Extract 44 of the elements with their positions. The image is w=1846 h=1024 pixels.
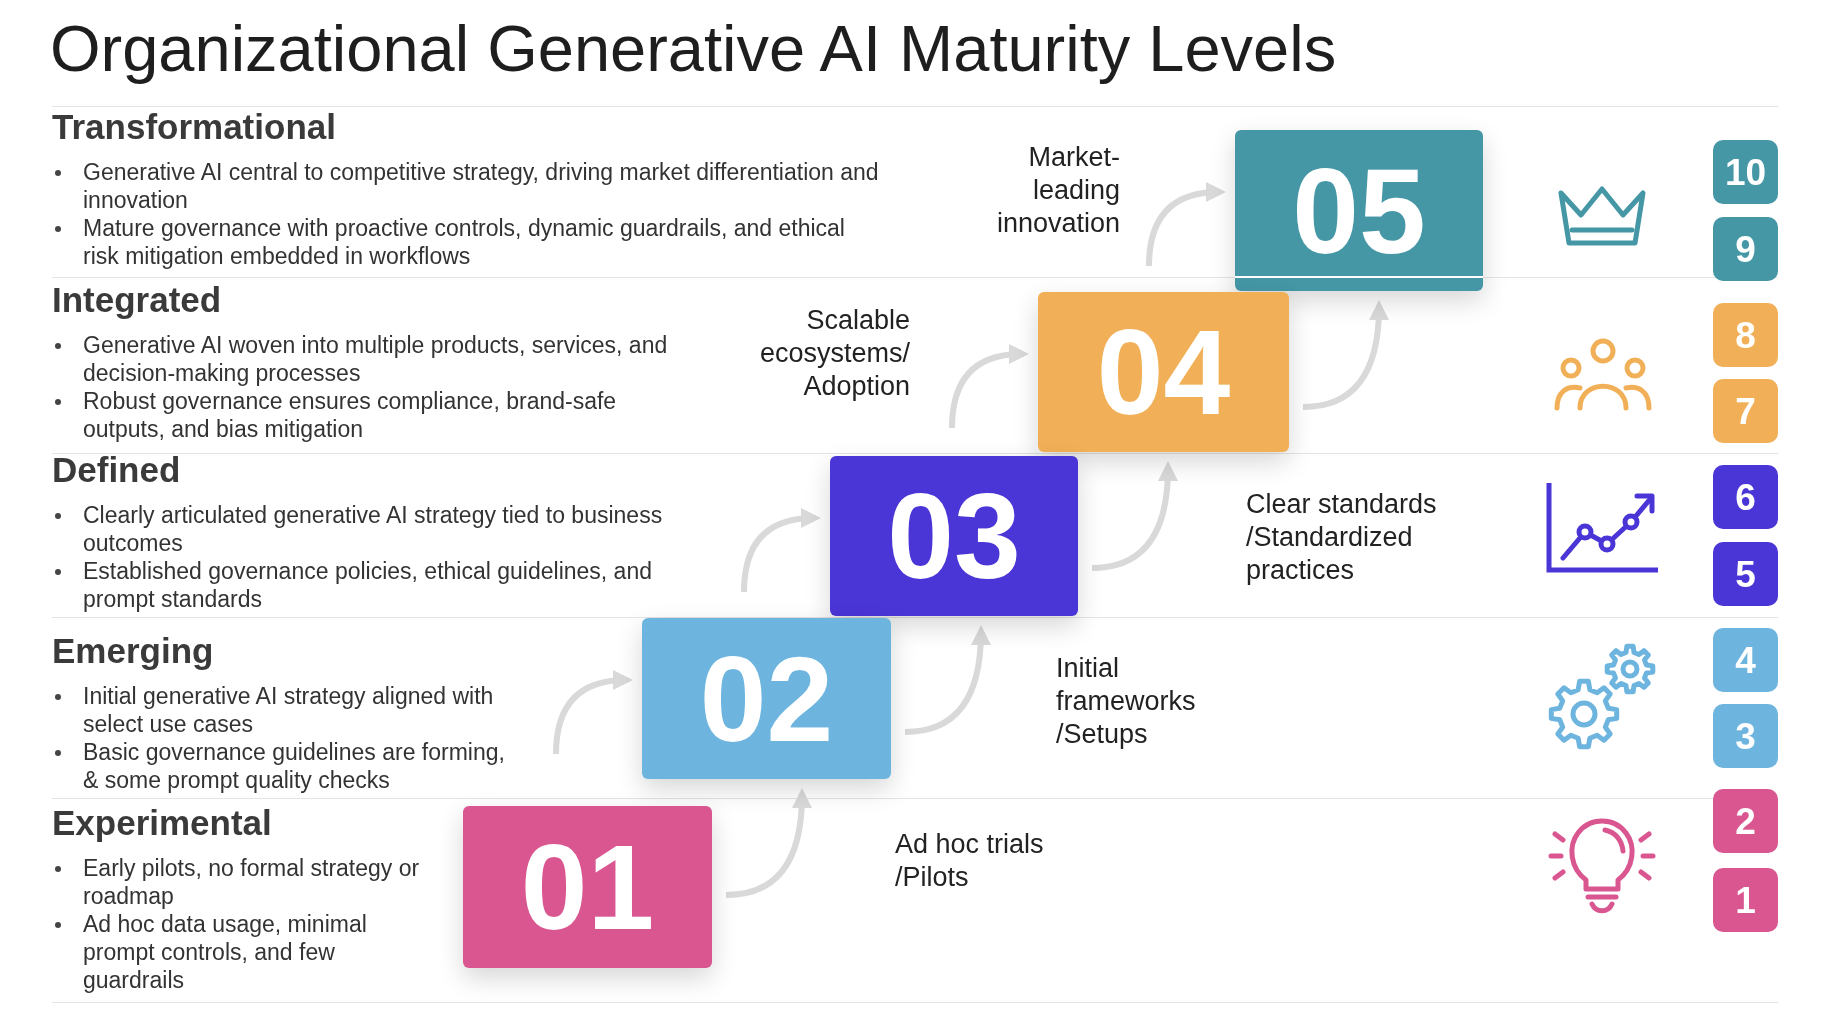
step-box: 01	[463, 806, 712, 968]
level-badge: 8	[1713, 303, 1778, 367]
bullet-text: Clearly articulated generative AI strategy tied to business outcomes	[52, 501, 707, 557]
level-badge: 2	[1713, 789, 1778, 853]
step-caption: Scalable ecosystems/ Adoption	[758, 304, 910, 403]
bullet-text: Established governance policies, ethical guidelines, and prompt standards	[52, 557, 707, 613]
bullet-text: Early pilots, no formal strategy or roadmap	[52, 854, 430, 910]
curved-arrow	[1091, 461, 1178, 571]
level-heading: Defined	[52, 449, 182, 491]
level-badge: 6	[1713, 465, 1778, 529]
level-heading: Emerging	[52, 630, 215, 672]
bullet-text: Initial generative AI strategy aligned with select use cases	[52, 682, 512, 738]
level-heading: Integrated	[52, 279, 223, 321]
curved-arrow	[949, 344, 1029, 429]
step-caption: Clear standards /Standardized practices	[1246, 488, 1438, 587]
level-heading: Experimental	[52, 802, 273, 844]
curved-arrow	[1146, 182, 1226, 267]
level-badge: 4	[1713, 628, 1778, 692]
step-box: 05	[1235, 130, 1483, 291]
level-badge: 10	[1713, 140, 1778, 204]
curved-arrow	[725, 788, 812, 898]
level-badge: 7	[1713, 379, 1778, 443]
page-title: Organizational Generative AI Maturity Levels	[50, 11, 1337, 87]
step-caption: Initial frameworks /Setups	[1056, 652, 1197, 751]
level-badge: 1	[1713, 868, 1778, 932]
step-box: 04	[1038, 292, 1289, 452]
bullet-text: Mature governance with proactive controls, dynamic guardrails, and ethical risk mitigation embedded in workflows	[52, 214, 882, 270]
bullet-text: Generative AI central to competitive strategy, driving market differentiation and innovation	[52, 158, 882, 214]
bullet-text: Ad hoc data usage, minimal prompt controls, and few guardrails	[52, 910, 430, 994]
step-box: 03	[830, 456, 1078, 616]
curved-arrow	[1302, 300, 1389, 410]
level-badge: 5	[1713, 542, 1778, 606]
bullet-text: Basic governance guidelines are forming, & some prompt quality checks	[52, 738, 512, 794]
step-caption: Ad hoc trials /Pilots	[895, 828, 1045, 894]
level-badge: 9	[1713, 217, 1778, 281]
step-caption: Market- leading innovation	[995, 141, 1120, 240]
curved-arrow	[553, 670, 633, 755]
curved-arrow	[741, 508, 821, 593]
level-heading: Transformational	[52, 106, 337, 148]
curved-arrow	[904, 625, 991, 735]
step-box: 02	[642, 618, 891, 779]
level-badge: 3	[1713, 704, 1778, 768]
bullet-text: Generative AI woven into multiple products, services, and decision-making processes	[52, 331, 682, 387]
bullet-text: Robust governance ensures compliance, brand-safe outputs, and bias mitigation	[52, 387, 682, 443]
